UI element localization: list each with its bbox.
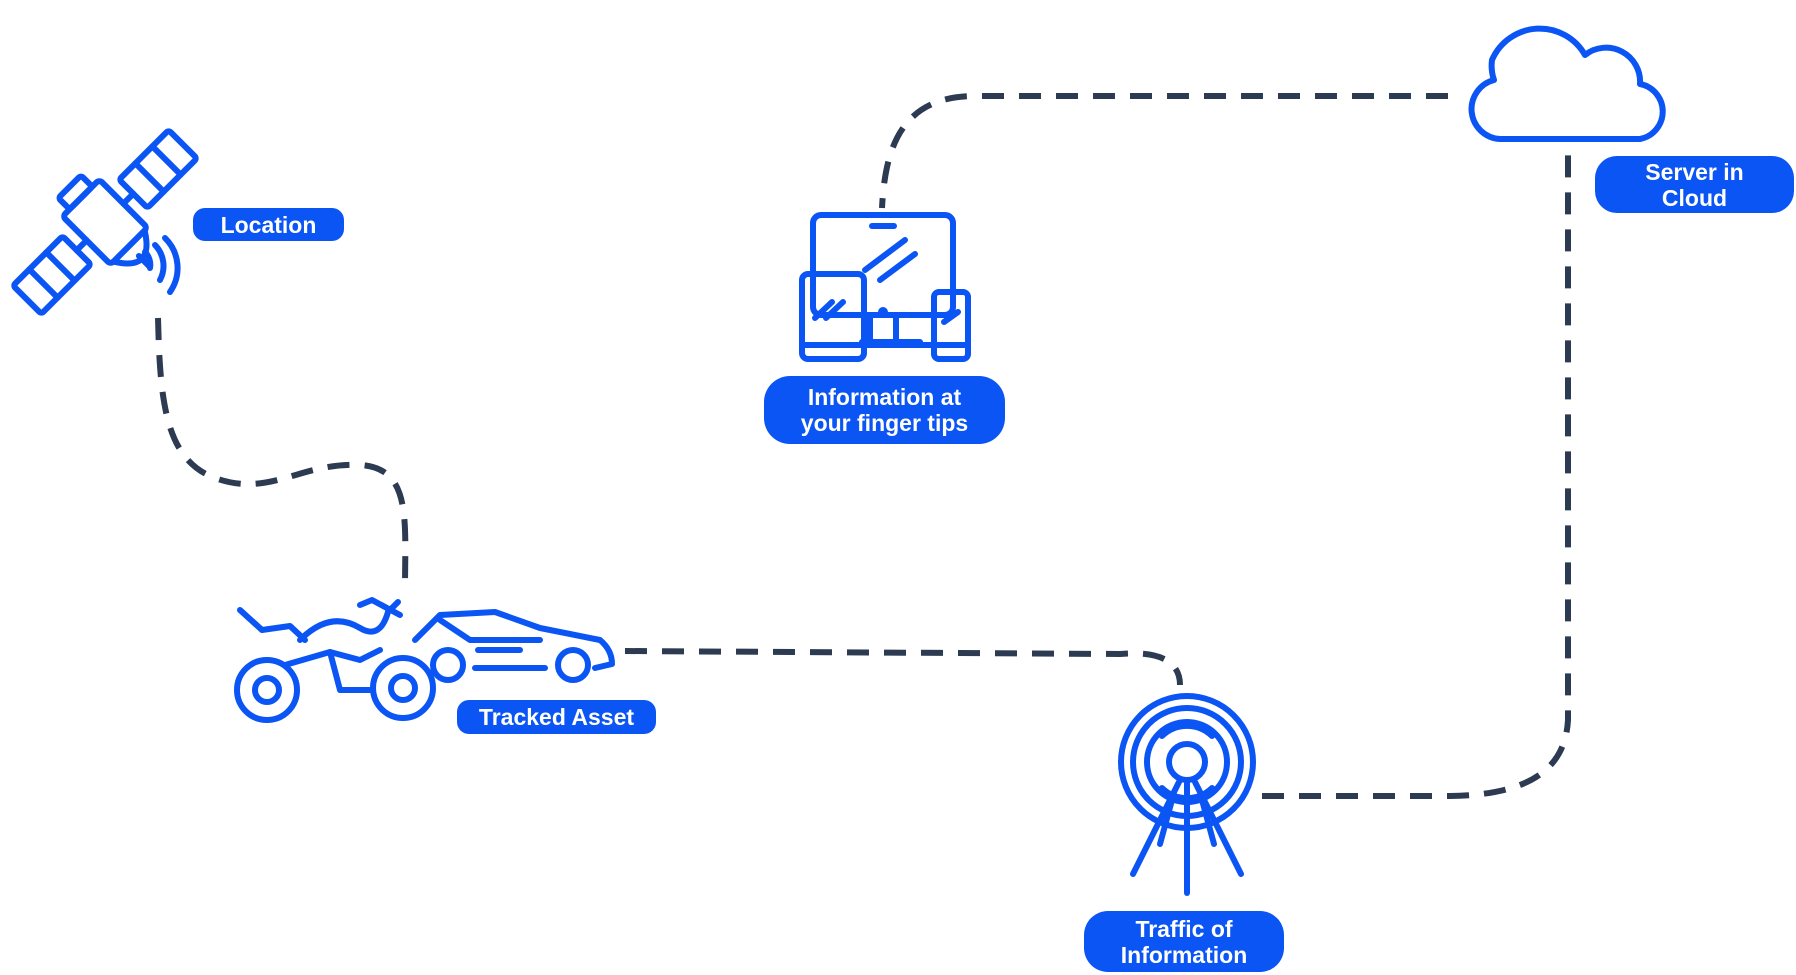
satellite-icon	[11, 128, 199, 316]
connector-asset-to-traffic	[624, 648, 1183, 686]
label-traffic-line1: Traffic of	[1135, 915, 1233, 942]
label-tracked-asset: Tracked Asset	[457, 700, 656, 734]
connector-traffic-to-server	[1262, 145, 1571, 799]
connector-location-to-asset	[155, 317, 409, 591]
motorcycle-car-icon	[234, 597, 615, 723]
devices-icon	[799, 212, 971, 362]
label-information-line1: Information at	[807, 384, 962, 410]
cloud-icon	[1468, 25, 1666, 142]
label-server-line2: Cloud	[1661, 184, 1728, 211]
label-location-text: Location	[220, 211, 317, 238]
label-server-line1: Server in	[1645, 158, 1744, 185]
label-location: Location	[193, 208, 344, 241]
connector-server-to-info	[879, 93, 1448, 209]
label-server: Server in Cloud	[1595, 156, 1794, 213]
label-traffic-line2: Information	[1120, 941, 1248, 968]
label-tracked-asset-text: Tracked Asset	[478, 704, 635, 730]
radio-tower-icon	[1118, 693, 1256, 896]
label-information-line2: your finger tips	[800, 410, 969, 436]
label-information: Information at your finger tips	[764, 376, 1005, 444]
label-traffic: Traffic of Information	[1084, 911, 1284, 972]
